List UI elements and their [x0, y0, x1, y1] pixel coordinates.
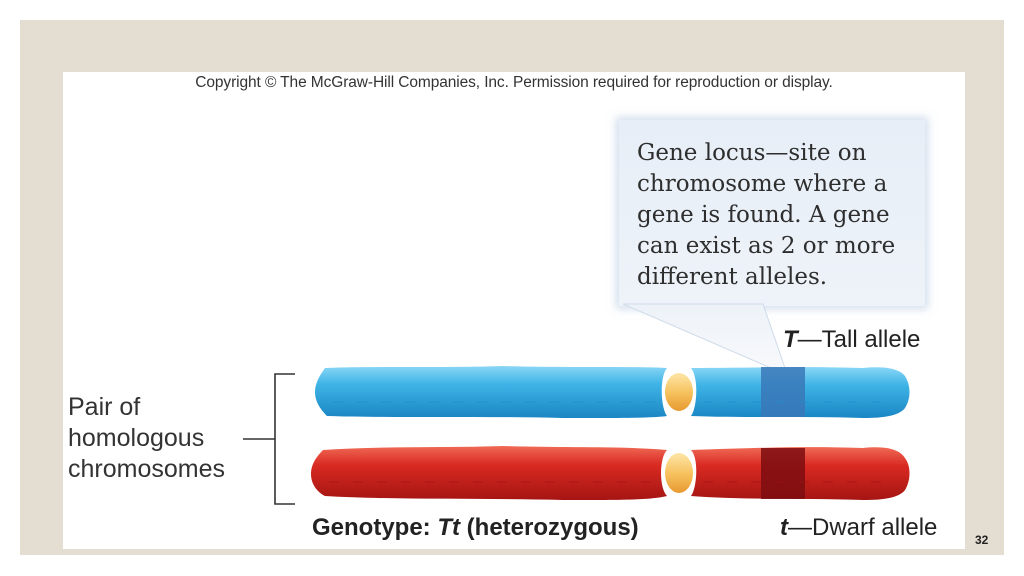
homologous-pair-bracket	[243, 373, 295, 505]
homologous-chromosomes-label: Pair of homologous chromosomes	[68, 393, 225, 483]
genotype-prefix: Genotype:	[312, 514, 438, 541]
callout-pointer	[622, 303, 786, 369]
dwarf-allele-symbol: t	[780, 514, 788, 541]
chromosome-diagram	[243, 303, 910, 505]
genotype-label: Genotype: Tt (heterozygous)	[312, 514, 639, 542]
tall-allele-symbol: T	[783, 326, 798, 353]
copyright-notice: Copyright © The McGraw-Hill Companies, I…	[195, 74, 833, 91]
genotype-suffix: (heterozygous)	[460, 514, 639, 541]
blue-centromere	[665, 373, 693, 411]
tall-allele-text: —Tall allele	[797, 326, 921, 353]
red-chromosome-left-arm	[311, 446, 667, 500]
red-chromosome	[311, 446, 910, 500]
slide-frame: Copyright © The McGraw-Hill Companies, I…	[20, 20, 1004, 555]
gene-locus-definition: Gene locus—site on chromosome where a ge…	[637, 140, 896, 290]
genotype-symbol: Tt	[437, 514, 460, 541]
dwarf-locus-band	[761, 448, 805, 499]
red-centromere	[665, 453, 693, 493]
tall-allele-label: T—Tall allele	[783, 326, 920, 354]
dwarf-allele-text: —Dwarf allele	[788, 514, 938, 541]
dwarf-allele-label: t—Dwarf allele	[780, 514, 937, 542]
blue-chromosome	[315, 366, 910, 418]
gene-locus-callout-box	[619, 120, 925, 306]
tall-locus-band	[761, 367, 805, 417]
slide-number: 32	[975, 533, 989, 547]
blue-chromosome-left-arm	[315, 366, 667, 418]
figure-panel: Copyright © The McGraw-Hill Companies, I…	[63, 72, 965, 549]
